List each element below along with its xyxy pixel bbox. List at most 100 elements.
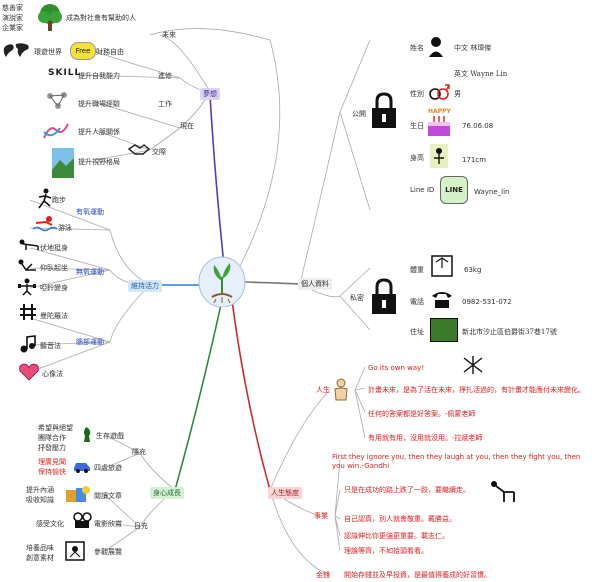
dream-travel: 環遊世界 [34,48,62,56]
growth-hidden-label: 隱充 [132,448,146,456]
dream-item-4: 提升視野格局 [78,158,120,166]
running-icon [38,188,52,209]
dream-role-1: 慈善家 [2,4,23,12]
attitude-money-1: 開始存錢並及早投資，是最值得養成的好習慣。 [344,571,491,579]
dream-role-3: 企業家 [2,24,23,32]
vitality-anaerobic: 無氧運動 [76,268,104,276]
vitality-item-2: 游泳 [58,224,72,232]
growth-pair1-right: 生存遊戲 [96,432,124,440]
profile-public-val-3: 76.06.08 [462,122,494,130]
growth-pair2-left-1: 理廣見聞 [38,458,66,466]
branch-dream[interactable]: 夢想 [200,88,220,100]
branch-attitude[interactable]: 人生態度 [268,487,302,499]
growth-daily-label: 日充 [134,522,148,530]
gender-icon [429,84,450,100]
film-camera-icon [73,512,92,528]
growth-pair1-left-2: 團隊合作 [38,434,66,442]
network-icon [47,92,67,109]
padlock-icon [372,92,396,128]
picture-frame-icon [65,541,85,561]
attitude-work-4: 理論等齊，不如拾頭看看。 [344,547,428,555]
growth-pair3-left-2: 吸收知識 [26,496,54,504]
growth-pair2-right: 四處旅遊 [94,464,122,472]
dream-sub-work: 工作 [158,100,172,108]
profile-public-key-2: 性別 [410,90,424,98]
profile-private-val-0: 63kg [464,266,482,274]
growth-pair3-left-1: 提升內涵 [26,486,54,494]
profile-private-key-2: 住址 [410,328,424,336]
situp-icon [18,259,36,271]
padlock-private-icon [372,278,396,314]
growth-pair2-left-2: 保持愉快 [38,468,66,476]
growth-pair1-left-3: 抒發壓力 [38,444,66,452]
profile-public-val-4: 171cm [462,156,487,164]
growth-pair1-left-1: 希望與絕望 [38,424,73,432]
cake-icon [428,116,450,136]
map-colorful-icon [43,123,69,139]
free-badge-icon: Free [70,42,96,60]
chess-icon [84,427,91,442]
dream-wealth: 財務自由 [96,48,124,56]
growth-pair5-right: 參觀展覽 [94,548,122,556]
growth-pair3-right: 閱讀文章 [94,492,122,500]
growth-pair4-left-1: 感受文化 [36,520,64,528]
attitude-life-1: Go its own way! [368,364,425,372]
vitality-item-4: 仰臥起坐 [40,264,68,272]
heart-icon [19,363,39,381]
dream-sub-social: 交際 [152,148,166,156]
books-icon [66,486,90,502]
music-note-icon [20,335,36,353]
profile-private-val-2: 新北市汐止區伯爵街37巷17號 [462,328,557,336]
stumble-figure-icon [491,481,515,502]
vitality-aerobic: 有氧運動 [76,208,104,216]
world-map-icon [3,43,29,57]
line-icon: LINE [440,176,468,204]
profile-private-key-1: 電話 [410,298,424,306]
profile-private-label: 私密 [350,294,364,302]
branch-profile[interactable]: 個人資料 [298,278,332,290]
attitude-money-label: 金錢 [316,571,330,579]
height-icon [430,144,448,168]
profile-public-key-3: 生日 [410,122,424,130]
profile-public-val-5: Wayne_lin [474,188,510,196]
dream-goal: 成為對社會有幫助的人 [66,14,136,22]
happy-badge-icon: HAPPY [428,108,451,115]
pushup-icon [19,239,39,250]
person-icon [429,37,443,57]
attitude-work-1: 只是在成功的路上跌了一跤，要繼續走。 [344,486,470,494]
skill-badge-icon: SKILL [48,68,82,78]
attitude-life-3: 任何的答案都是好答案。-佩蒙老師 [368,410,476,418]
profile-private-key-0: 體重 [410,266,424,274]
vitality-brain: 腦部運動 [76,338,104,346]
growth-pair5-left-2: 創意素材 [26,554,54,562]
dream-item-3: 提升人脈關係 [78,128,120,136]
crossroads-icon [463,356,483,374]
growth-pair4-right: 電影欣賞 [94,520,122,528]
dream-future-label: 未來 [162,31,176,39]
vitality-item-5: 啞鈴變身 [40,284,68,292]
vitality-item-3: 伏地挺身 [40,244,68,252]
dream-sub-advance: 進修 [158,72,172,80]
phone-icon [432,292,452,308]
vitality-item-7: 聽音法 [40,342,61,350]
landscape-icon [52,148,74,178]
thinking-person-icon [334,378,348,401]
handshake-icon [128,144,150,155]
growth-pair5-left-1: 培養品味 [26,544,54,552]
attitude-life-label: 人生 [316,386,330,394]
profile-public-key-0: 姓名 [410,44,424,52]
dream-role-2: 演說家 [2,14,23,22]
swimming-icon [32,216,58,232]
branch-vitality[interactable]: 維持活力 [128,280,162,292]
center-node[interactable] [198,255,246,308]
attitude-life-2: 計畫未來，是為了活在未來，掙扎活過的，有計畫才能應付未來變化。 [368,386,585,394]
profile-public-key-4: 身高 [410,154,424,162]
dream-item-2: 提升職場經驗 [78,100,120,108]
branch-growth[interactable]: 身心成長 [150,487,184,499]
scale-icon [431,255,453,277]
dream-item-1: 提升自我能力 [78,72,120,80]
attitude-life-4: 有用就有用，沒用就沒用。-拉斌老師 [368,434,483,442]
profile-public-key-5: Line ID [410,186,435,194]
grid-icon [20,304,36,320]
